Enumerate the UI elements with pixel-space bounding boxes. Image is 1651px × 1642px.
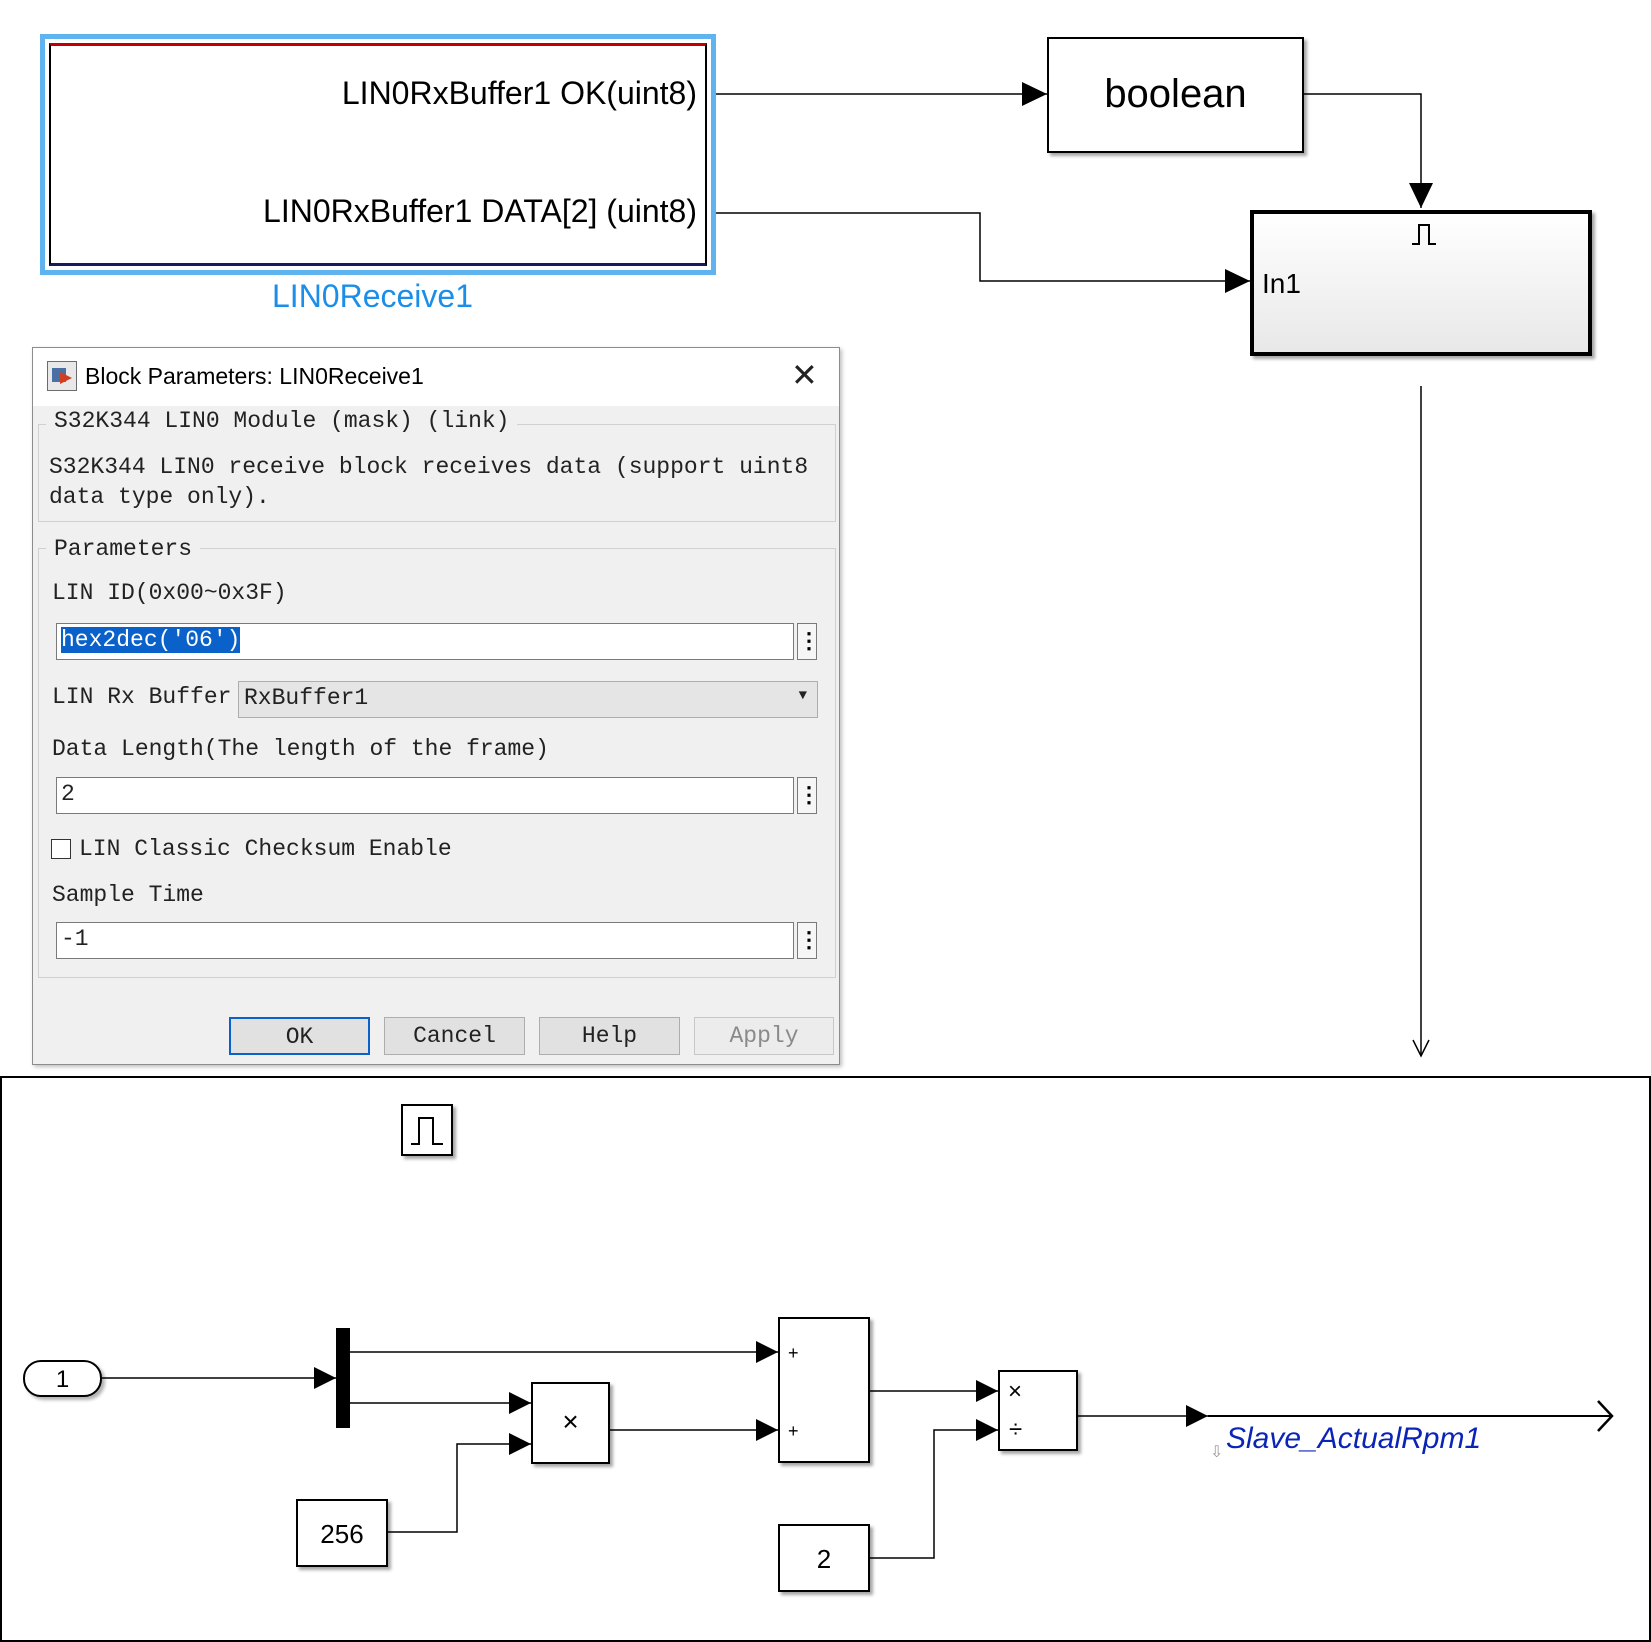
close-icon[interactable]: ✕ xyxy=(791,357,818,393)
lin-id-more-button[interactable]: ⋮ xyxy=(797,623,820,660)
dialog-title: Block Parameters: LIN0Receive1 xyxy=(85,363,424,389)
lin-port-ok-label: LIN0RxBuffer1 OK(uint8) xyxy=(341,75,697,111)
ok-button[interactable]: OK xyxy=(229,1017,370,1055)
parameters-group xyxy=(38,548,836,978)
trigger-port-block[interactable] xyxy=(401,1104,453,1156)
divide-block[interactable]: × ÷ xyxy=(998,1370,1078,1451)
rx-buffer-select[interactable]: RxBuffer1 ▼ xyxy=(238,681,818,718)
data-length-value: 2 xyxy=(61,781,75,807)
mask-group-label: S32K344 LIN0 Module (mask) (link) xyxy=(46,408,518,434)
constant-256-value: 256 xyxy=(320,1519,364,1549)
constant-2-value: 2 xyxy=(816,1544,832,1574)
arrow-down-open xyxy=(1412,1039,1430,1058)
boolean-label: boolean xyxy=(1104,72,1247,116)
arrow-ok xyxy=(1022,82,1047,106)
sample-time-value: -1 xyxy=(61,926,89,952)
help-button[interactable]: Help xyxy=(539,1017,680,1055)
checksum-label: LIN Classic Checksum Enable xyxy=(79,836,452,862)
rx-buffer-value: RxBuffer1 xyxy=(244,685,369,711)
divide-symbol-divide: ÷ xyxy=(1009,1416,1023,1443)
simulink-block-icon xyxy=(47,361,77,391)
subsystem-contents-frame xyxy=(0,1076,1651,1642)
apply-button[interactable]: Apply xyxy=(694,1017,834,1055)
data-length-input[interactable]: 2 xyxy=(56,777,794,814)
demux-block[interactable] xyxy=(336,1328,350,1428)
arrow-in1 xyxy=(1225,269,1250,293)
sum-block[interactable]: + + xyxy=(778,1317,870,1463)
lin-id-label: LIN ID(0x00~0x3F) xyxy=(52,580,287,606)
output-signal-label[interactable]: Slave_ActualRpm1 xyxy=(1226,1422,1482,1455)
subsystem-inport-label: In1 xyxy=(1262,268,1301,299)
dialog-titlebar[interactable]: Block Parameters: LIN0Receive1 ✕ xyxy=(33,348,839,406)
lin-id-value: hex2dec('06') xyxy=(61,627,241,653)
pulse-trigger-icon xyxy=(1412,224,1436,245)
cancel-button[interactable]: Cancel xyxy=(384,1017,525,1055)
constant-2-block[interactable]: 2 xyxy=(778,1524,870,1592)
inport-block[interactable]: 1 xyxy=(23,1360,102,1397)
lin-port-data-label: LIN0RxBuffer1 DATA[2] (uint8) xyxy=(263,193,697,229)
sample-time-label: Sample Time xyxy=(52,882,204,908)
sample-time-more-button[interactable]: ⋮ xyxy=(797,922,820,959)
parameters-group-label: Parameters xyxy=(46,536,201,562)
arrow-trigger xyxy=(1409,183,1433,208)
lin-receive-block[interactable] xyxy=(40,34,716,275)
wire-boolean-to-trigger xyxy=(1304,93,1422,208)
constant-256-block[interactable]: 256 xyxy=(296,1499,388,1567)
lin-block-name[interactable]: LIN0Receive1 xyxy=(272,278,473,314)
wire-2-to-divide xyxy=(870,1429,998,1559)
triggered-subsystem-block[interactable]: In1 xyxy=(1250,210,1592,356)
rx-buffer-label: LIN Rx Buffer xyxy=(52,684,232,710)
sum-sign-bottom: + xyxy=(788,1421,799,1441)
wire-data-to-in1 xyxy=(710,212,1250,282)
sample-time-input[interactable]: -1 xyxy=(56,922,794,959)
wire-256-to-product xyxy=(388,1443,531,1533)
product-symbol: × xyxy=(562,1406,579,1437)
arrow-signal-out xyxy=(1597,1400,1614,1432)
checksum-checkbox[interactable] xyxy=(51,839,71,859)
sum-sign-top: + xyxy=(788,1343,799,1363)
boolean-convert-block[interactable]: boolean xyxy=(1047,37,1304,153)
mask-description: S32K344 LIN0 receive block receives data… xyxy=(49,454,809,510)
lin-id-input[interactable]: hex2dec('06') xyxy=(56,623,794,660)
inport-number: 1 xyxy=(55,1366,70,1393)
signal-resolution-icon: ⇩ xyxy=(1210,1444,1224,1461)
product-block[interactable]: × xyxy=(531,1382,610,1464)
chevron-down-icon: ▼ xyxy=(798,688,807,704)
data-length-label: Data Length(The length of the frame) xyxy=(52,736,549,762)
data-length-more-button[interactable]: ⋮ xyxy=(797,777,820,814)
pulse-trigger-icon xyxy=(411,1117,443,1145)
divide-symbol-multiply: × xyxy=(1008,1378,1023,1405)
